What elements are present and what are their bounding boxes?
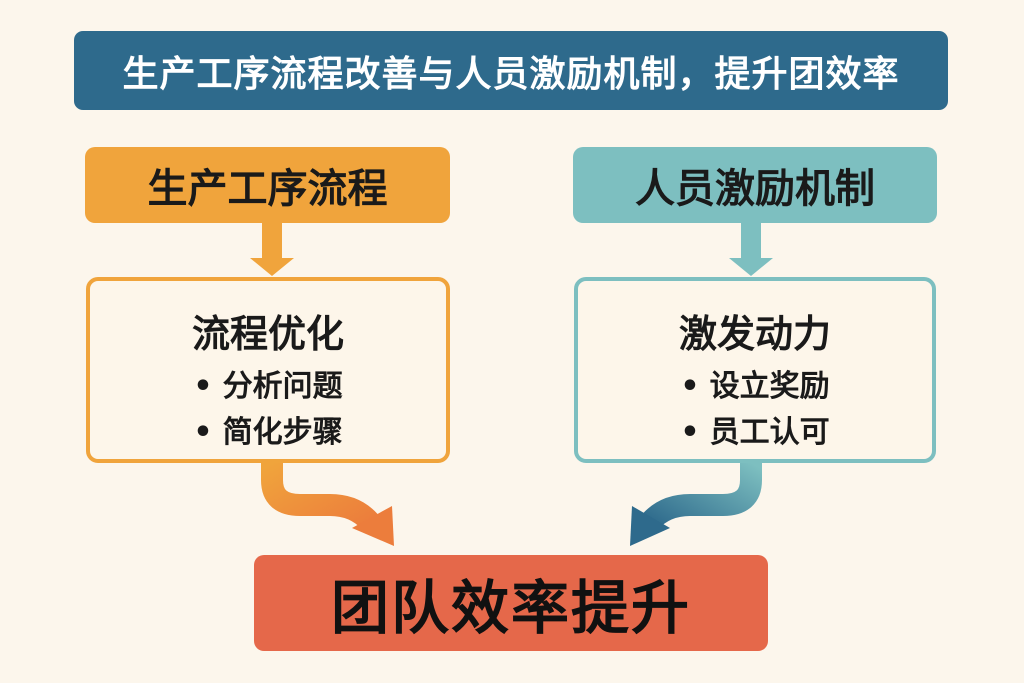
box-title-motivation: 激发动力	[678, 312, 831, 356]
header-incentive-mechanism: 人员激励机制	[573, 147, 937, 223]
bullet-item: 简化步骤	[193, 410, 343, 456]
bullet-item: 员工认可	[680, 410, 830, 456]
result-team-efficiency: 团队效率提升	[254, 555, 768, 651]
bullet-item: 设立奖励	[680, 364, 830, 410]
box-motivation: 激发动力 设立奖励 员工认可	[574, 277, 936, 463]
diagram-title: 生产工序流程改善与人员激励机制，提升团效率	[74, 31, 948, 110]
box-title-process-optimization: 流程优化	[191, 312, 344, 356]
arrow-down-left-icon	[250, 223, 294, 276]
curved-arrow-left-icon	[261, 463, 394, 546]
bullet-item: 分析问题	[193, 364, 343, 410]
arrow-down-right-icon	[729, 223, 773, 276]
box-process-optimization: 流程优化 分析问题 简化步骤	[86, 277, 450, 463]
header-production-process: 生产工序流程	[85, 147, 450, 223]
curved-arrow-right-icon	[630, 463, 762, 546]
